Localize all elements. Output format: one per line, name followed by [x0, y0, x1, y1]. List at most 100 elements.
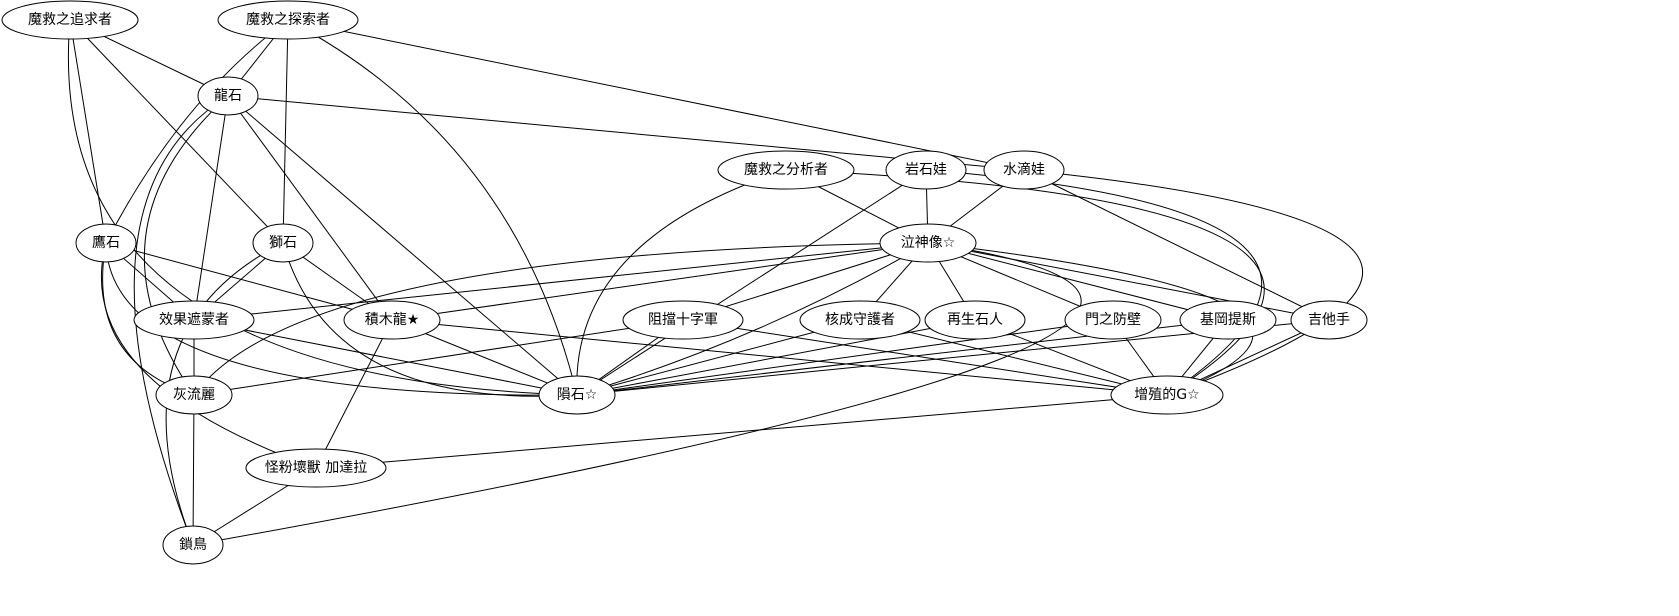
node-label: 吉他手	[1308, 312, 1350, 328]
node-label: 核成守護者	[825, 312, 895, 328]
edge-statue-blockdragon	[391, 242, 929, 321]
edge-analyst-maxxc	[785, 169, 1265, 396]
node-waterdoll[interactable]: 水滴娃	[983, 150, 1065, 190]
node-label: 魔救之分析者	[744, 162, 828, 178]
node-label: 魔救之追求者	[28, 12, 112, 28]
edge-explorer-hawkstone	[105, 19, 289, 244]
node-ellipse	[717, 150, 855, 190]
node-label: 鷹石	[92, 235, 120, 251]
node-ellipse	[1290, 300, 1368, 340]
edge-layer	[68, 19, 1363, 546]
node-ellipse	[1, 0, 139, 40]
node-gatewall[interactable]: 門之防壁	[1064, 300, 1162, 340]
node-label: 灰流麗	[173, 387, 215, 403]
node-label: 魔救之探索者	[246, 11, 330, 28]
edge-dragonstone-blockdragon	[227, 95, 393, 321]
node-ellipse	[1064, 300, 1162, 340]
edge-hawkstone-meteor	[105, 242, 578, 396]
node-label: 基岡提斯	[1200, 311, 1256, 328]
node-explorer[interactable]: 魔救之探索者	[217, 0, 359, 40]
node-label: 怪粉壞獸 加達拉	[265, 460, 367, 476]
edge-statue-meteor	[576, 242, 929, 396]
node-dragonstone[interactable]: 龍石	[197, 76, 259, 116]
node-ellipse	[799, 300, 921, 340]
edge-statue-veiler	[193, 242, 929, 321]
edge-gatewall-meteor	[576, 319, 1114, 396]
node-ellipse	[155, 375, 233, 415]
node-lionstone[interactable]: 獅石	[252, 223, 314, 263]
edge-lionstone-meteor	[282, 242, 578, 397]
node-golem[interactable]: 再生石人	[924, 300, 1026, 340]
edge-rockdoll-meteor	[576, 169, 927, 396]
edge-lionstone-lockbird	[165, 242, 284, 546]
edge-dragonstone-waterdoll	[227, 95, 1025, 171]
node-label: 隕石☆	[557, 387, 598, 403]
node-ashblossom[interactable]: 灰流麗	[155, 375, 233, 415]
edge-crusader-ashblossom	[193, 319, 684, 396]
node-label: 泣神像☆	[901, 235, 956, 251]
node-label: 岩石娃	[905, 162, 947, 178]
node-ellipse	[983, 150, 1065, 190]
node-label: 阻擋十字軍	[648, 312, 718, 328]
edge-waterdoll-guitarist	[1023, 169, 1330, 321]
edge-analyst-meteor	[576, 169, 787, 396]
edge-explorer-lionstone	[282, 19, 289, 244]
node-label: 鎖鳥	[179, 537, 207, 553]
node-gadarla[interactable]: 怪粉壞獸 加達拉	[245, 448, 387, 488]
node-lockbird[interactable]: 鎖鳥	[162, 525, 224, 565]
node-ellipse	[133, 300, 255, 340]
node-ellipse	[924, 300, 1026, 340]
node-label: 獅石	[269, 235, 297, 251]
node-label: 再生石人	[947, 312, 1003, 328]
edge-blockdragon-maxxc	[391, 319, 1168, 396]
node-crusader[interactable]: 阻擋十字軍	[622, 300, 744, 340]
node-label: 門之防壁	[1085, 312, 1141, 328]
node-hawkstone[interactable]: 鷹石	[75, 223, 137, 263]
node-guardian[interactable]: 核成守護者	[799, 300, 921, 340]
edge-dragonstone-veiler	[193, 95, 229, 321]
node-ellipse	[343, 300, 441, 340]
node-label: 積木龍★	[365, 311, 420, 328]
edge-veiler-meteor	[193, 319, 578, 396]
edge-statue-ashblossom	[193, 242, 929, 396]
node-veiler[interactable]: 效果遮蒙者	[133, 300, 255, 340]
edge-ashblossom-lockbird	[192, 394, 195, 546]
edge-guardian-meteor	[576, 319, 861, 396]
edge-statue-lockbird	[192, 242, 1082, 546]
node-rockdoll[interactable]: 岩石娃	[885, 150, 967, 190]
node-ellipse	[162, 525, 224, 565]
edge-explorer-meteor	[287, 19, 578, 396]
node-maxxc[interactable]: 增殖的G☆	[1110, 375, 1224, 415]
edge-statue-gigantes	[927, 242, 1229, 321]
node-label: 水滴娃	[1003, 161, 1045, 178]
node-ellipse	[217, 0, 359, 40]
edge-seeker-meteor	[68, 19, 578, 396]
node-ellipse	[1179, 300, 1277, 340]
node-seeker[interactable]: 魔救之追求者	[1, 0, 139, 40]
node-statue[interactable]: 泣神像☆	[879, 223, 977, 263]
node-ellipse	[252, 223, 314, 263]
edge-hawkstone-blockdragon	[105, 242, 393, 321]
edge-golem-meteor	[576, 319, 976, 396]
edge-dragonstone-lockbird	[133, 95, 229, 546]
node-ellipse	[75, 223, 137, 263]
node-meteor[interactable]: 隕石☆	[538, 375, 616, 415]
node-label: 龍石	[214, 87, 242, 104]
edge-dragonstone-ashblossom	[143, 95, 229, 396]
node-label: 效果遮蒙者	[159, 312, 229, 328]
edge-maxxc-gadarla	[315, 394, 1168, 469]
edge-rockdoll-maxxc	[925, 169, 1263, 396]
node-ellipse	[245, 448, 387, 488]
edge-hawkstone-gadarla	[101, 242, 317, 469]
edge-waterdoll-maxxc	[1023, 169, 1363, 396]
node-ellipse	[1110, 375, 1224, 415]
node-analyst[interactable]: 魔救之分析者	[717, 150, 855, 190]
node-ellipse	[538, 375, 616, 415]
node-gigantes[interactable]: 基岡提斯	[1179, 300, 1277, 340]
node-blockdragon[interactable]: 積木龍★	[343, 300, 441, 340]
node-ellipse	[197, 76, 259, 116]
node-guitarist[interactable]: 吉他手	[1290, 300, 1368, 340]
